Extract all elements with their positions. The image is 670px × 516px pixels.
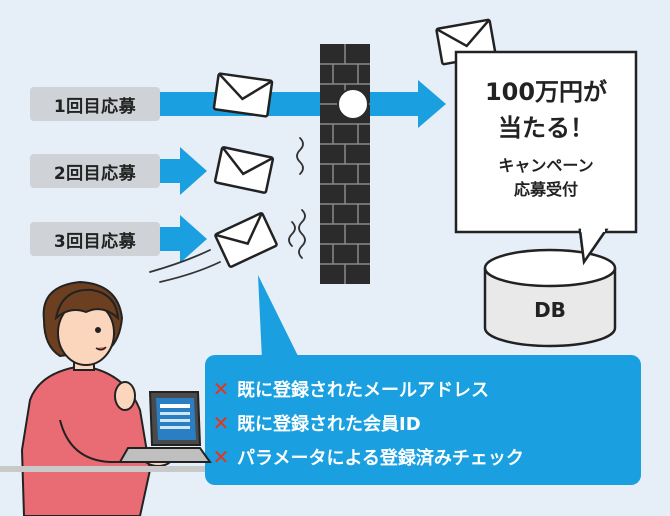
x-mark-icon: ✕ — [212, 411, 230, 435]
x-mark-icon: ✕ — [212, 377, 230, 401]
campaign-headline: 100万円が 当たる！ — [485, 74, 607, 146]
check-item-label: パラメータによる登録済みチェック — [237, 448, 524, 469]
arrow-entry-3 — [160, 215, 207, 263]
campaign-sub-line2: 応募受付 — [513, 180, 578, 199]
envelope-icon — [214, 212, 278, 268]
check-item-email: ✕ 既に登録されたメールアドレス — [205, 372, 637, 406]
envelope-icon — [213, 146, 275, 194]
speech-tail — [578, 226, 609, 266]
campaign-text: 100万円が 当たる！ キャンペーン 応募受付 — [456, 52, 636, 232]
campaign-headline-line2: 当たる！ — [497, 114, 594, 142]
entry-label-1: 1回目応募 — [30, 87, 160, 121]
laptop-icon — [118, 391, 212, 463]
entry-label-2: 2回目応募 — [30, 154, 160, 188]
arrow-entry-2 — [160, 147, 207, 195]
database-label: DB — [534, 298, 566, 322]
x-mark-icon: ✕ — [212, 445, 230, 469]
checks-callout — [205, 275, 641, 485]
motion-lines — [149, 249, 221, 283]
campaign-sub-line1: キャンペーン — [498, 156, 594, 175]
entry-label-3: 3回目応募 — [30, 222, 160, 256]
campaign-headline-line1: 100万円が — [484, 78, 608, 106]
desk — [0, 466, 205, 472]
brick-wall — [320, 44, 370, 284]
campaign-speech-bubble — [454, 50, 638, 266]
envelope-icon — [212, 72, 274, 118]
check-item-member-id: ✕ 既に登録された会員ID — [205, 406, 637, 440]
bounce-lines — [288, 137, 306, 259]
campaign-subtitle: キャンペーン 応募受付 — [498, 154, 593, 202]
duplicate-check-list: ✕ 既に登録されたメールアドレス ✕ 既に登録された会員ID ✕ パラメータによ… — [205, 372, 637, 474]
arrow-entry-1 — [160, 80, 446, 128]
check-item-label: 既に登録された会員ID — [237, 414, 421, 435]
check-item-parameter: ✕ パラメータによる登録済みチェック — [205, 440, 637, 474]
check-item-label: 既に登録されたメールアドレス — [237, 380, 489, 401]
